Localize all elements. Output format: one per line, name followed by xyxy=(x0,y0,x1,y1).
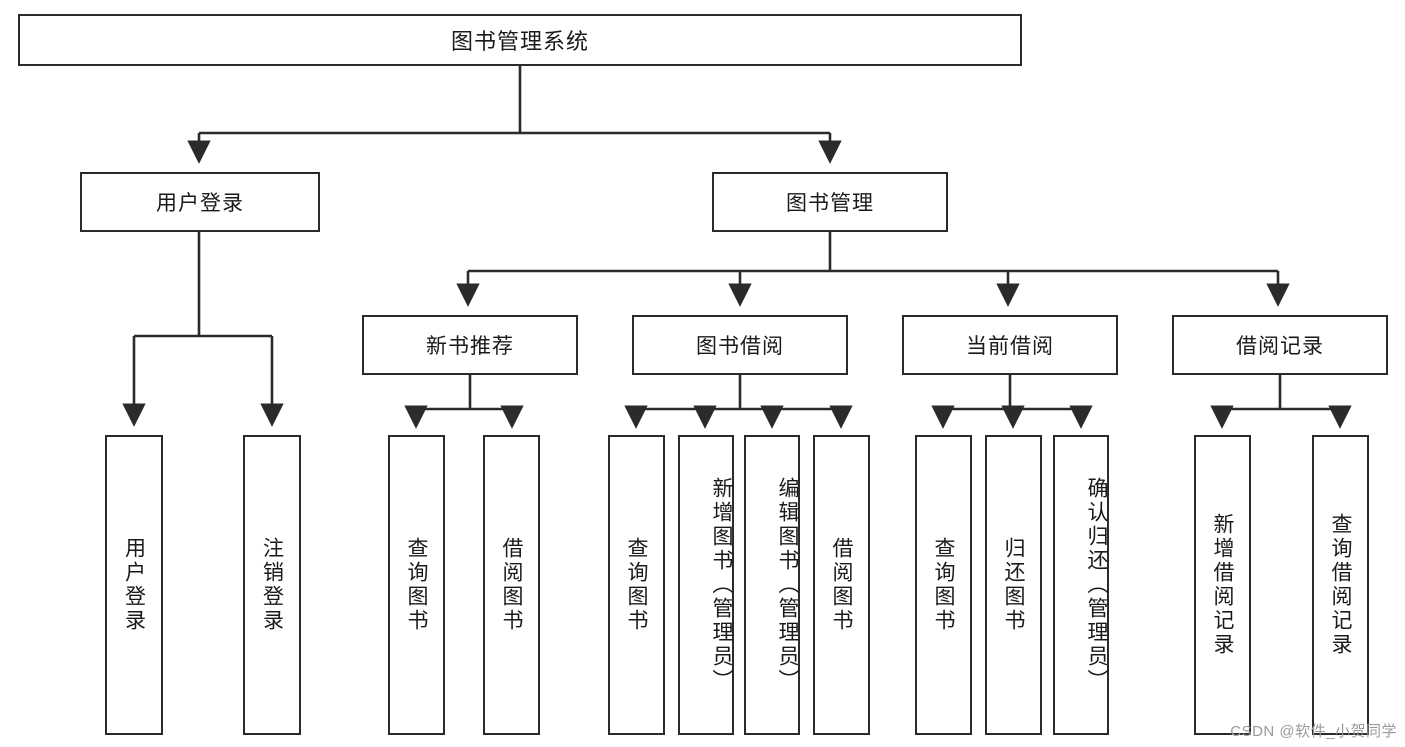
node-label: 借阅记录 xyxy=(1236,335,1324,358)
leaf-edit-book-admin[interactable]: 编辑图书（管理员） xyxy=(744,435,800,735)
node-label: 图书管理系统 xyxy=(450,29,589,54)
leaf-add-book-admin[interactable]: 新增图书（管理员） xyxy=(678,435,734,735)
node-label: 归还图书 xyxy=(1002,537,1025,633)
node-user-login[interactable]: 用户登录 xyxy=(80,172,320,232)
node-label: 当前借阅 xyxy=(966,335,1054,358)
node-label: 查询借阅记录 xyxy=(1329,513,1352,657)
node-label: 借阅图书 xyxy=(830,537,853,633)
node-label: 借阅图书 xyxy=(500,537,523,633)
node-book-manage[interactable]: 图书管理 xyxy=(712,172,948,232)
node-book-borrow[interactable]: 图书借阅 xyxy=(632,315,848,375)
watermark-credit: CSDN @软件_小贺同学 xyxy=(1230,723,1397,740)
node-label: 图书管理 xyxy=(786,192,874,215)
node-label: 新增图书（管理员） xyxy=(710,477,733,693)
leaf-query-borrow-record[interactable]: 查询借阅记录 xyxy=(1312,435,1369,735)
node-label: 新书推荐 xyxy=(426,335,514,358)
leaf-query-book-1[interactable]: 查询图书 xyxy=(388,435,445,735)
node-label: 新增借阅记录 xyxy=(1211,513,1234,657)
node-borrow-record[interactable]: 借阅记录 xyxy=(1172,315,1388,375)
node-label: 图书借阅 xyxy=(696,335,784,358)
node-label: 查询图书 xyxy=(405,537,428,633)
leaf-query-book-2[interactable]: 查询图书 xyxy=(608,435,665,735)
node-label: 注销登录 xyxy=(260,537,284,633)
node-label: 用户登录 xyxy=(122,537,146,633)
node-new-book-recommend[interactable]: 新书推荐 xyxy=(362,315,578,375)
node-current-borrow[interactable]: 当前借阅 xyxy=(902,315,1118,375)
node-label: 查询图书 xyxy=(625,537,648,633)
leaf-return-book[interactable]: 归还图书 xyxy=(985,435,1042,735)
leaf-user-login[interactable]: 用户登录 xyxy=(105,435,163,735)
node-label: 查询图书 xyxy=(932,537,955,633)
leaf-logout-login[interactable]: 注销登录 xyxy=(243,435,301,735)
node-label: 用户登录 xyxy=(156,192,244,215)
leaf-add-borrow-record[interactable]: 新增借阅记录 xyxy=(1194,435,1251,735)
node-label: 确认归还（管理员） xyxy=(1085,477,1108,693)
node-root-book-management-system[interactable]: 图书管理系统 xyxy=(18,14,1022,66)
leaf-borrow-book-2[interactable]: 借阅图书 xyxy=(813,435,870,735)
leaf-confirm-return-admin[interactable]: 确认归还（管理员） xyxy=(1053,435,1109,735)
leaf-borrow-book-1[interactable]: 借阅图书 xyxy=(483,435,540,735)
leaf-query-book-3[interactable]: 查询图书 xyxy=(915,435,972,735)
node-label: 编辑图书（管理员） xyxy=(776,477,799,693)
